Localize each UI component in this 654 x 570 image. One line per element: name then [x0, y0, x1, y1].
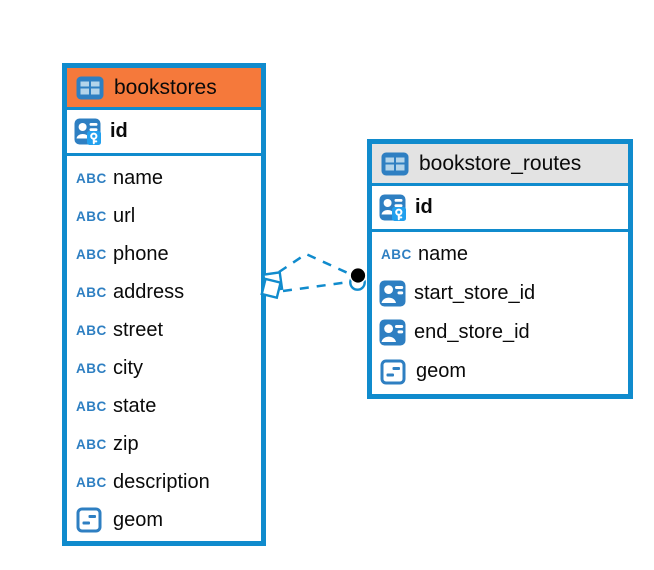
column-name: state — [113, 394, 157, 417]
column-list: ABC name start_store_id — [372, 232, 628, 395]
geometry-type-icon — [76, 507, 102, 533]
column-name: address — [113, 280, 185, 303]
table-header-bookstore-routes[interactable]: bookstore_routes — [372, 144, 628, 186]
primary-key-name: id — [110, 120, 128, 142]
column-row-geom[interactable]: geom — [67, 501, 261, 539]
relationship-bookstores-to-routes[interactable] — [260, 252, 367, 300]
column-row-zip[interactable]: ABC zip — [67, 425, 261, 463]
column-name: geom — [113, 508, 164, 531]
column-name: description — [113, 470, 210, 493]
column-row-geom[interactable]: geom — [372, 352, 628, 391]
column-name: url — [113, 204, 136, 227]
reference-column-icon — [379, 280, 406, 307]
column-name: start_store_id — [414, 282, 536, 304]
table-header-bookstores[interactable]: bookstores — [67, 68, 261, 110]
text-type-icon: ABC — [76, 322, 107, 338]
text-type-icon: ABC — [76, 246, 107, 262]
column-row-id[interactable]: id — [67, 110, 261, 156]
column-row-name[interactable]: ABC name — [67, 159, 261, 197]
column-row-id[interactable]: id — [372, 186, 628, 232]
column-row-street[interactable]: ABC street — [67, 311, 261, 349]
column-name: city — [113, 356, 143, 379]
text-type-icon: ABC — [76, 398, 107, 414]
reference-column-icon — [379, 319, 406, 346]
text-type-icon: ABC — [76, 474, 107, 490]
column-row-name[interactable]: ABC name — [372, 235, 628, 274]
column-name: name — [418, 243, 469, 265]
primary-key-icon — [379, 194, 406, 221]
column-name: phone — [113, 242, 169, 265]
geometry-type-icon — [380, 359, 406, 384]
table-icon — [76, 76, 104, 99]
column-row-start-store-id[interactable]: start_store_id — [372, 274, 628, 313]
column-name: geom — [416, 360, 467, 382]
text-type-icon: ABC — [76, 436, 107, 452]
column-name: zip — [113, 432, 139, 455]
column-name: end_store_id — [414, 321, 530, 343]
table-bookstores[interactable]: bookstores id ABC name ABC url — [62, 63, 266, 546]
column-row-description[interactable]: ABC description — [67, 463, 261, 501]
primary-key-icon — [74, 118, 101, 145]
text-type-icon: ABC — [381, 247, 412, 262]
column-row-address[interactable]: ABC address — [67, 273, 261, 311]
table-title: bookstores — [114, 75, 217, 99]
relationship-line-lower[interactable] — [282, 280, 350, 293]
column-row-phone[interactable]: ABC phone — [67, 235, 261, 273]
text-type-icon: ABC — [76, 284, 107, 300]
column-row-url[interactable]: ABC url — [67, 197, 261, 235]
text-type-icon: ABC — [76, 208, 107, 224]
connection-endpoint-dot — [349, 267, 367, 291]
table-bookstore-routes[interactable]: bookstore_routes id ABC name — [367, 139, 633, 399]
column-name: street — [113, 318, 164, 341]
column-row-city[interactable]: ABC city — [67, 349, 261, 387]
relationship-line-upper[interactable] — [278, 252, 351, 276]
column-row-state[interactable]: ABC state — [67, 387, 261, 425]
table-icon — [381, 152, 409, 175]
column-name: name — [113, 166, 164, 189]
column-row-end-store-id[interactable]: end_store_id — [372, 313, 628, 352]
table-title: bookstore_routes — [419, 151, 582, 175]
primary-key-name: id — [415, 196, 433, 218]
text-type-icon: ABC — [76, 170, 107, 186]
column-list: ABC name ABC url ABC phone ABC address A… — [67, 156, 261, 543]
text-type-icon: ABC — [76, 360, 107, 376]
